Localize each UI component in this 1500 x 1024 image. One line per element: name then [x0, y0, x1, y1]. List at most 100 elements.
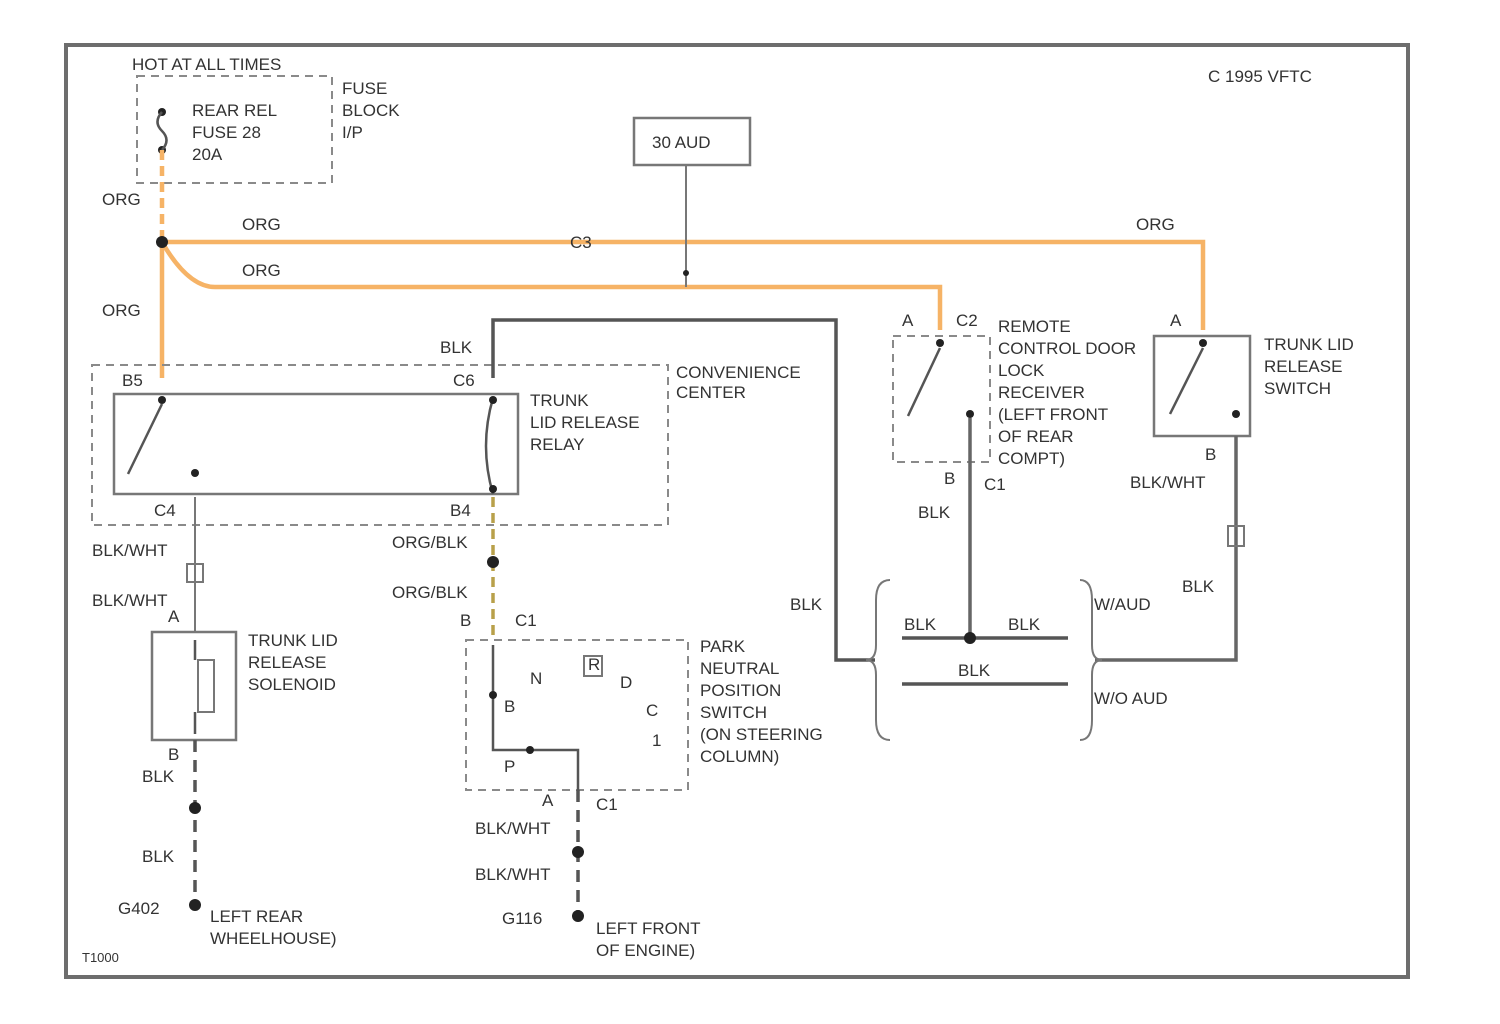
fuse-block: HOT AT ALL TIMES REAR REL FUSE 28 20A FU… [132, 55, 400, 183]
receiver-label-2: CONTROL DOOR [998, 339, 1136, 358]
pnp-contact-n [489, 691, 497, 699]
pnp-pos-1: 1 [652, 731, 661, 750]
aux-box-label: 30 AUD [652, 133, 711, 152]
pnp-label-2: NEUTRAL [700, 659, 779, 678]
splice-blk-label-3: BLK [958, 661, 991, 680]
pnp-branch: ORG/BLK ORG/BLK B C1 PARK NEUTRAL POSITI… [392, 497, 823, 960]
pin-b4-label: B4 [450, 501, 471, 520]
receiver-pin-b: B [944, 469, 955, 488]
receiver-label-5: (LEFT FRONT [998, 405, 1108, 424]
relay-contact-common [158, 396, 166, 404]
pnp-pin-b: B [460, 611, 471, 630]
orgblk-label-2: ORG/BLK [392, 583, 468, 602]
left-brace [866, 580, 890, 740]
fuse-rating-label: 20A [192, 145, 223, 164]
relay-coil [486, 398, 493, 494]
trunk-switch-label-3: SWITCH [1264, 379, 1331, 398]
blk-label-right: BLK [1182, 577, 1215, 596]
ground-left-label-2: WHEELHOUSE) [210, 929, 337, 948]
fuse-block-label-3: I/P [342, 123, 363, 142]
figure-id-label: T1000 [82, 950, 119, 965]
pnp-pos-n: N [530, 669, 542, 688]
pin-c4-label: C4 [154, 501, 176, 520]
trunk-switch-label-2: RELEASE [1264, 357, 1342, 376]
trunk-switch-contact-top [1199, 339, 1207, 347]
orgblk-label-1: ORG/BLK [392, 533, 468, 552]
receiver-contact-bottom [966, 410, 974, 418]
fuse-block-label-2: BLOCK [342, 101, 400, 120]
blkwht-label-4: BLK/WHT [475, 865, 551, 884]
trunk-switch-pin-a: A [1170, 311, 1182, 330]
fuse-number-label: FUSE 28 [192, 123, 261, 142]
blk-label-4: BLK [142, 847, 175, 866]
relay-switch-arm [128, 404, 162, 474]
solenoid-label-2: RELEASE [248, 653, 326, 672]
pnp-label-6: COLUMN) [700, 747, 779, 766]
pnp-connector-c1-bottom: C1 [596, 795, 618, 814]
ground-left-id: G402 [118, 899, 160, 918]
pnp-pos-p: P [504, 757, 515, 776]
blk-relay-wiring: BLK BLK [440, 320, 875, 660]
trunk-switch-pin-b: B [1205, 445, 1216, 464]
aux-feed: 30 AUD [634, 118, 750, 287]
ground-mid-label-1: LEFT FRONT [596, 919, 701, 938]
receiver-switch-arm [908, 348, 940, 416]
relay-label-1: TRUNK [530, 391, 589, 410]
solenoid-branch: BLK/WHT BLK/WHT A TRUNK LID RELEASE SOLE… [92, 497, 338, 948]
relay-coil-bottom-terminal [489, 485, 497, 493]
trunk-switch-arm [1170, 348, 1203, 414]
solenoid-ground-splice [189, 802, 201, 814]
ground-mid-id: G116 [502, 909, 542, 928]
relay-label-3: RELAY [530, 435, 585, 454]
org-wire-label-mid1: ORG [242, 215, 281, 234]
pnp-pin-a: A [542, 791, 554, 810]
splice-center-dot [964, 632, 976, 644]
solenoid-label-1: TRUNK LID [248, 631, 338, 650]
blk-label-3: BLK [142, 767, 175, 786]
receiver-outline [893, 336, 990, 462]
fuse-symbol [158, 112, 167, 150]
convenience-center-label-1: CONVENIENCE [676, 363, 801, 382]
trunk-switch-contact-bottom [1232, 410, 1240, 418]
blkwht-label-right: BLK/WHT [1130, 473, 1206, 492]
diagram-frame [66, 45, 1408, 977]
splice-blk-label-1: BLK [904, 615, 937, 634]
solenoid-ground-point [189, 899, 201, 911]
pnp-pos-d: D [620, 673, 632, 692]
pnp-ground-splice [572, 846, 584, 858]
org-wire-label-mid2: ORG [242, 261, 281, 280]
ground-mid-label-2: OF ENGINE) [596, 941, 695, 960]
receiver-label-6: OF REAR [998, 427, 1074, 446]
org-wire-second-run [162, 242, 940, 330]
relay-label-2: LID RELEASE [530, 413, 640, 432]
org-wire-label-top: ORG [102, 190, 141, 209]
pnp-ground-point [572, 910, 584, 922]
pnp-label-5: (ON STEERING [700, 725, 823, 744]
copyright-label: C 1995 VFTC [1208, 67, 1312, 86]
fuse-name-label: REAR REL [192, 101, 277, 120]
orgblk-splice-dot [487, 556, 499, 568]
pnp-connector-c1-top: C1 [515, 611, 537, 630]
convenience-center-label-2: CENTER [676, 383, 746, 402]
blkwht-label-1: BLK/WHT [92, 541, 168, 560]
convenience-center: CONVENIENCE CENTER B5 C6 C4 B4 TRUNK LID… [92, 363, 801, 525]
blk-label-receiver: BLK [918, 503, 951, 522]
relay-body [114, 394, 518, 494]
trunk-switch-label-1: TRUNK LID [1264, 335, 1354, 354]
blk-wire-label-center: BLK [790, 595, 823, 614]
pnp-label-3: POSITION [700, 681, 781, 700]
lock-receiver: A C2 REMOTE CONTROL DOOR LOCK RECEIVER (… [893, 311, 1136, 638]
ground-left-label-1: LEFT REAR [210, 907, 303, 926]
relay-contact-no [191, 469, 199, 477]
blkwht-label-3: BLK/WHT [475, 819, 551, 838]
receiver-contact-top [936, 339, 944, 347]
pnp-pos-c: C [646, 701, 658, 720]
aux-feed-dot [683, 270, 689, 276]
w-aud-label: W/AUD [1094, 595, 1151, 614]
pin-c6-label: C6 [453, 371, 475, 390]
blkwht-label-2: BLK/WHT [92, 591, 168, 610]
receiver-pin-a: A [902, 311, 914, 330]
org-splice-dot [156, 236, 168, 248]
wo-aud-label: W/O AUD [1094, 689, 1168, 708]
